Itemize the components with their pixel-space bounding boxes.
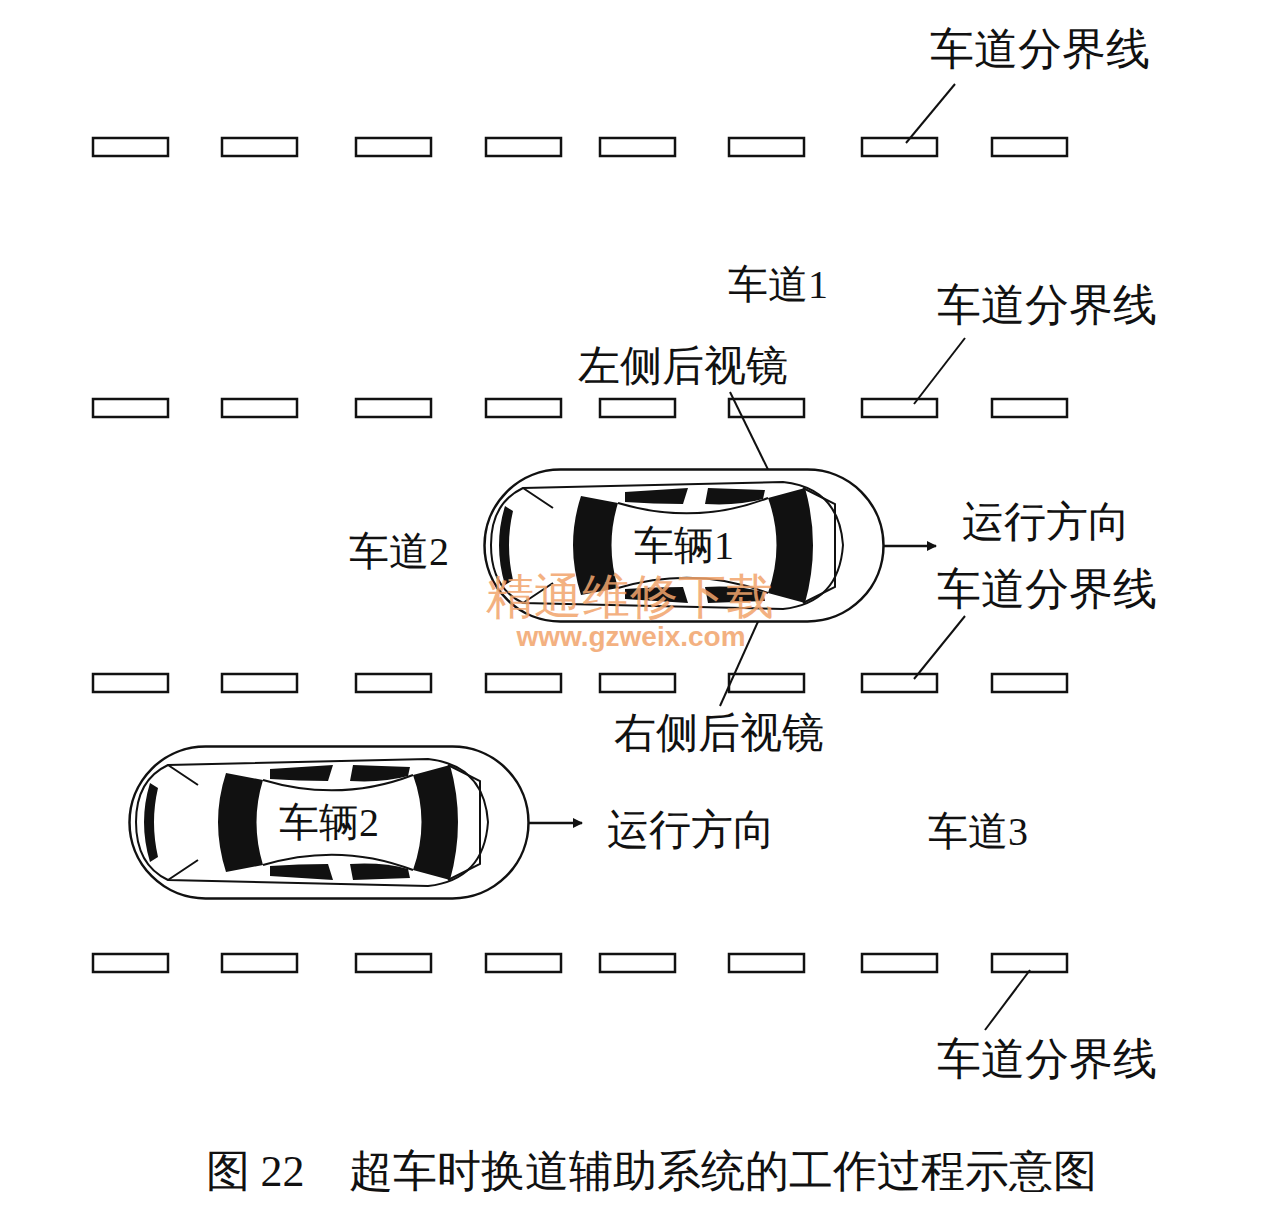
car-body — [136, 759, 488, 886]
lane-dash — [729, 138, 804, 156]
lane-dash — [992, 138, 1067, 156]
lane-dash — [600, 399, 675, 417]
lane-dash — [222, 138, 297, 156]
lane-dash — [600, 954, 675, 972]
leader-line — [985, 970, 1030, 1030]
lane-dash — [93, 954, 168, 972]
lane-dash — [222, 399, 297, 417]
lane-dash — [93, 674, 168, 692]
lane-dash — [729, 954, 804, 972]
lane-dash — [486, 954, 561, 972]
lane-line-label: 车道分界线 — [937, 566, 1157, 614]
lane-dash — [992, 954, 1067, 972]
lane-dash — [862, 954, 937, 972]
lane-dash — [93, 399, 168, 417]
lane-name: 车道1 — [728, 263, 828, 307]
pill-outline — [130, 747, 529, 899]
mirror-label: 右侧后视镜 — [614, 710, 824, 756]
leader-line — [914, 338, 965, 404]
lane-line-label: 车道分界线 — [930, 26, 1150, 74]
figure-caption: 图 22 超车时换道辅助系统的工作过程示意图 — [206, 1148, 1097, 1196]
lane-dash — [729, 674, 804, 692]
lane-dash — [356, 138, 431, 156]
direction-label: 运行方向 — [607, 807, 775, 853]
lane-dash — [600, 138, 675, 156]
lane-dash — [862, 138, 937, 156]
lane-line-label: 车道分界线 — [937, 282, 1157, 330]
lane-dashes — [93, 138, 1067, 972]
lane-dash — [356, 954, 431, 972]
lane-dash — [356, 399, 431, 417]
lane-dash — [600, 674, 675, 692]
lane-dash — [486, 674, 561, 692]
lane-line-label: 车道分界线 — [937, 1036, 1157, 1084]
lane-dash — [992, 674, 1067, 692]
lane-dash — [862, 399, 937, 417]
mirror-label: 左侧后视镜 — [578, 343, 788, 389]
lane-dash — [93, 138, 168, 156]
lane-dash — [356, 674, 431, 692]
car-windows — [144, 765, 458, 880]
lane-name: 车道3 — [928, 810, 1028, 854]
lane-dash — [862, 674, 937, 692]
direction-label: 运行方向 — [962, 499, 1130, 545]
vehicle-label: 车辆2 — [279, 801, 379, 845]
lane-dash — [222, 674, 297, 692]
lane-dash — [992, 399, 1067, 417]
vehicle-label: 车辆1 — [634, 524, 734, 568]
lane-dash — [222, 954, 297, 972]
lane-dash — [486, 138, 561, 156]
leader-line — [914, 616, 965, 679]
lane-name: 车道2 — [349, 530, 449, 574]
watermark-url: www.gzweix.com — [516, 622, 745, 653]
vehicle: 车辆2 — [128, 745, 530, 900]
watermark: 精通维修下载 — [486, 571, 774, 624]
lane-dash — [486, 399, 561, 417]
leader-line — [906, 84, 955, 143]
